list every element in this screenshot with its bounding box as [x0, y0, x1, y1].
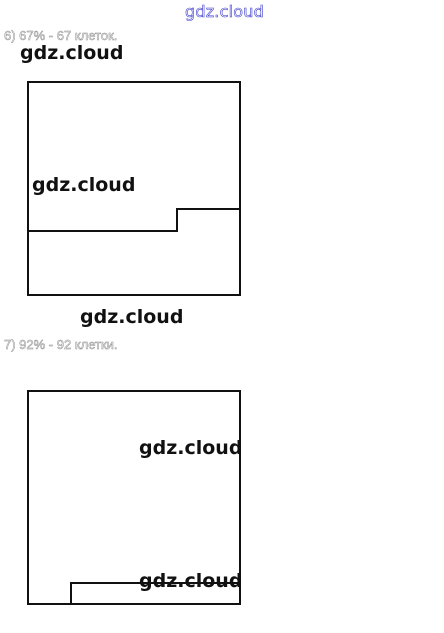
watermark-label: gdz.cloud: [139, 570, 243, 592]
division-line: [70, 582, 240, 604]
watermark-label: gdz.cloud: [139, 437, 243, 459]
watermark-label: gdz.cloud: [32, 174, 136, 196]
watermark-top: gdz.cloud: [185, 2, 264, 22]
outer-square: [27, 81, 241, 296]
outer-square: [27, 390, 241, 605]
watermark-label: gdz.cloud: [80, 306, 184, 328]
problem-7-square-figure: [27, 390, 241, 605]
watermark-label: gdz.cloud: [20, 42, 124, 64]
division-line: [28, 208, 240, 232]
problem-7-caption: 7) 92% - 92 клетки.: [4, 337, 118, 353]
problem-6-square-figure: [27, 81, 241, 296]
problem-6-caption: 6) 67% - 67 клеток.: [4, 28, 118, 44]
